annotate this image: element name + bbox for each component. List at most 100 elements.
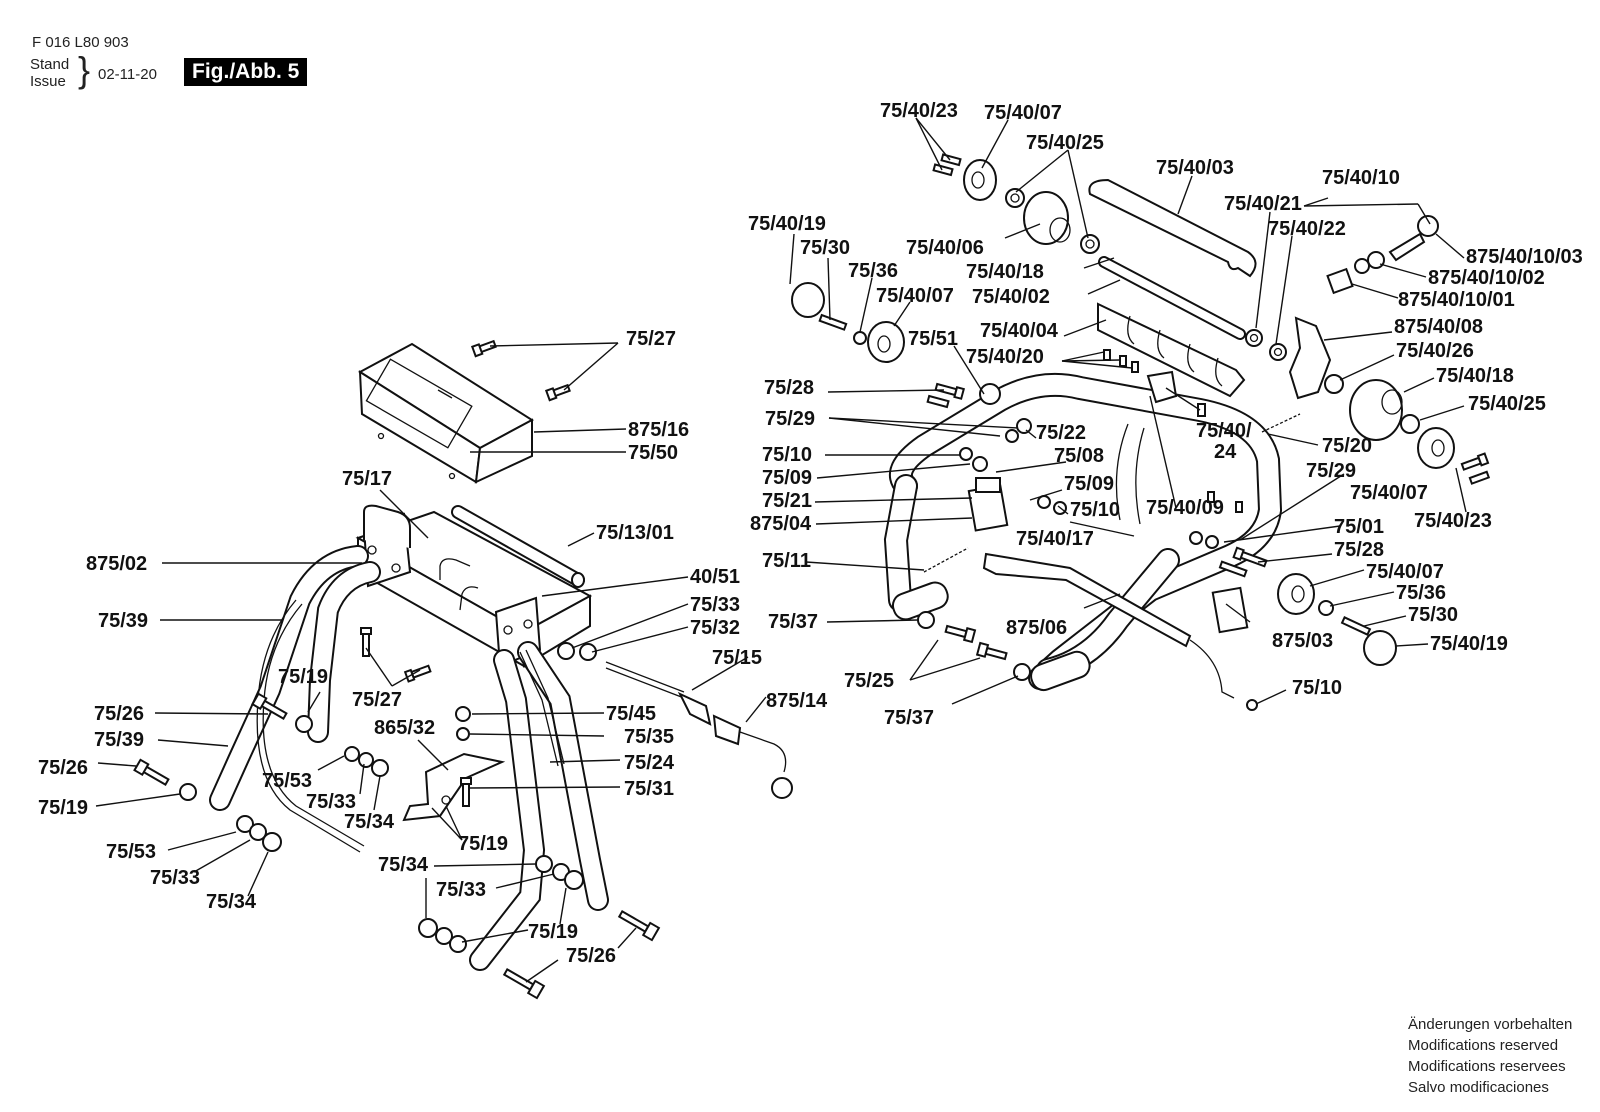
handle-bars — [209, 545, 609, 971]
stand-issue-labels: Stand Issue — [30, 56, 69, 90]
switch-bar-875-06 — [982, 552, 1192, 648]
switch-875-04 — [967, 477, 1009, 532]
label-75-40-22: 75/40/22 — [1268, 218, 1346, 240]
label-75-40-04: 75/40/04 — [980, 320, 1059, 342]
label-75-08: 75/08 — [1054, 445, 1104, 467]
label-75-19-mid: 75/19 — [38, 797, 88, 819]
label-875-40-10-01: 875/40/10/01 — [1398, 289, 1515, 311]
label-40-51: 40/51 — [690, 566, 740, 588]
label-75-40-07-right: 75/40/07 — [1350, 482, 1428, 504]
label-75-20: 75/20 — [1322, 435, 1372, 457]
notice-en: Modifications reserved — [1408, 1037, 1559, 1054]
label-75-40-19-right: 75/40/19 — [1430, 633, 1508, 655]
label-875-40-10-02: 875/40/10/02 — [1428, 267, 1545, 289]
cap-75-40-19-lower — [1363, 630, 1397, 666]
bushing-75-40-18-right — [1349, 379, 1403, 441]
issue-label: Issue — [30, 73, 66, 90]
label-75-39-upper: 75/39 — [98, 610, 148, 632]
label-75-29-left: 75/29 — [765, 408, 815, 430]
label-75-40-10: 75/40/10 — [1322, 167, 1400, 189]
label-75-11: 75/11 — [762, 550, 811, 572]
label-875-03: 875/03 — [1272, 630, 1333, 652]
label-75-40-25-top: 75/40/25 — [1026, 132, 1104, 154]
issue-date: 02-11-20 — [98, 66, 157, 83]
label-75-40-23-top: 75/40/23 — [880, 100, 958, 122]
label-75-40-25-right: 75/40/25 — [1468, 393, 1546, 415]
brace-glyph: } — [78, 49, 91, 90]
screw-75-27-b — [544, 383, 571, 402]
label-875-40-10-03: 875/40/10/03 — [1466, 246, 1583, 268]
label-75-40-06: 75/40/06 — [906, 237, 984, 259]
label-75-26-mid: 75/26 — [38, 757, 88, 779]
cable-75-15 — [605, 661, 793, 799]
label-75-53-lower: 75/53 — [106, 841, 156, 863]
label-75-50: 75/50 — [628, 442, 678, 464]
label-24: 24 — [1214, 441, 1237, 463]
right-assembly — [791, 153, 1491, 711]
label-75-19-upper: 75/19 — [278, 666, 328, 688]
label-875-02: 875/02 — [86, 553, 147, 575]
document-number: F 016 L80 903 — [32, 34, 129, 51]
label-75-33-upper: 75/33 — [690, 594, 740, 616]
washer-75-32 — [579, 643, 597, 661]
cap-75-40-19-left — [791, 282, 825, 318]
label-75-10-left: 75/10 — [762, 444, 812, 466]
label-75-37-upper: 75/37 — [768, 611, 818, 633]
label-75-22: 75/22 — [1036, 422, 1086, 444]
label-75-15: 75/15 — [712, 647, 762, 669]
latch-875-40-08 — [1288, 316, 1332, 400]
label-75-40-07-top: 75/40/07 — [984, 102, 1062, 124]
label-75-21: 75/21 — [762, 490, 812, 512]
figure-badge: Fig./Abb. 5 — [184, 58, 308, 86]
label-75-40-02: 75/40/02 — [972, 286, 1050, 308]
label-75-26-lower: 75/26 — [566, 945, 616, 967]
notice-fr: Modifications reservees — [1408, 1058, 1566, 1075]
label-75-10-mid: 75/10 — [1070, 499, 1120, 521]
label-75-34-upper: 75/34 — [344, 811, 395, 833]
label-75-27-top: 75/27 — [626, 328, 676, 350]
label-75-36-right: 75/36 — [1396, 582, 1446, 604]
hub-75-40-07-left — [867, 321, 905, 363]
label-875-40-08: 875/40/08 — [1394, 316, 1483, 338]
label-75-33-mid: 75/33 — [306, 791, 356, 813]
screw-75-27-a — [470, 339, 497, 358]
label-875-16: 875/16 — [628, 419, 689, 441]
notice-es: Salvo modificaciones — [1408, 1079, 1549, 1096]
label-865-32: 865/32 — [374, 717, 435, 739]
label-75-09-right: 75/09 — [1064, 473, 1114, 495]
label-875-06: 875/06 — [1006, 617, 1067, 639]
label-75-32: 75/32 — [690, 617, 740, 639]
label-75-37-lower: 75/37 — [884, 707, 934, 729]
label-875-04: 875/04 — [750, 513, 812, 535]
hub-75-40-07-lower — [1277, 573, 1315, 615]
label-75-40-09: 75/40/09 — [1146, 497, 1224, 519]
label-75-34-center: 75/34 — [378, 854, 429, 876]
rod-75-13-01 — [451, 505, 585, 588]
key-875-40-10-03 — [1388, 215, 1439, 262]
label-75-10-right: 75/10 — [1292, 677, 1342, 699]
label-75-30-top: 75/30 — [800, 237, 850, 259]
label-75-01: 75/01 — [1334, 516, 1384, 538]
label-75-45: 75/45 — [606, 703, 656, 725]
label-75-17: 75/17 — [342, 468, 392, 490]
label-75-40-17: 75/40/17 — [1016, 528, 1094, 550]
label-75-13-01: 75/13/01 — [596, 522, 674, 544]
notice-de: Änderungen vorbehalten — [1408, 1016, 1573, 1033]
label-875-14: 875/14 — [766, 690, 828, 712]
washer-75-33 — [557, 642, 575, 660]
label-75-40-20: 75/40/20 — [966, 346, 1044, 368]
label-75-53-upper: 75/53 — [262, 770, 312, 792]
shaft-75-40-02 — [1098, 256, 1246, 340]
label-75-19-lower: 75/19 — [528, 921, 578, 943]
label-75-35: 75/35 — [624, 726, 674, 748]
label-75-40-03: 75/40/03 — [1156, 157, 1234, 179]
label-75-39-lower: 75/39 — [94, 729, 144, 751]
label-75-40-07-lower: 75/40/07 — [1366, 561, 1444, 583]
label-75-40-23-right: 75/40/23 — [1414, 510, 1492, 532]
label-75-30-right: 75/30 — [1408, 604, 1458, 626]
label-75-28-right: 75/28 — [1334, 539, 1384, 561]
switch-875-03 — [1211, 586, 1249, 634]
bushing-75-40-06 — [1023, 191, 1071, 245]
label-75-40-07-left: 75/40/07 — [876, 285, 954, 307]
